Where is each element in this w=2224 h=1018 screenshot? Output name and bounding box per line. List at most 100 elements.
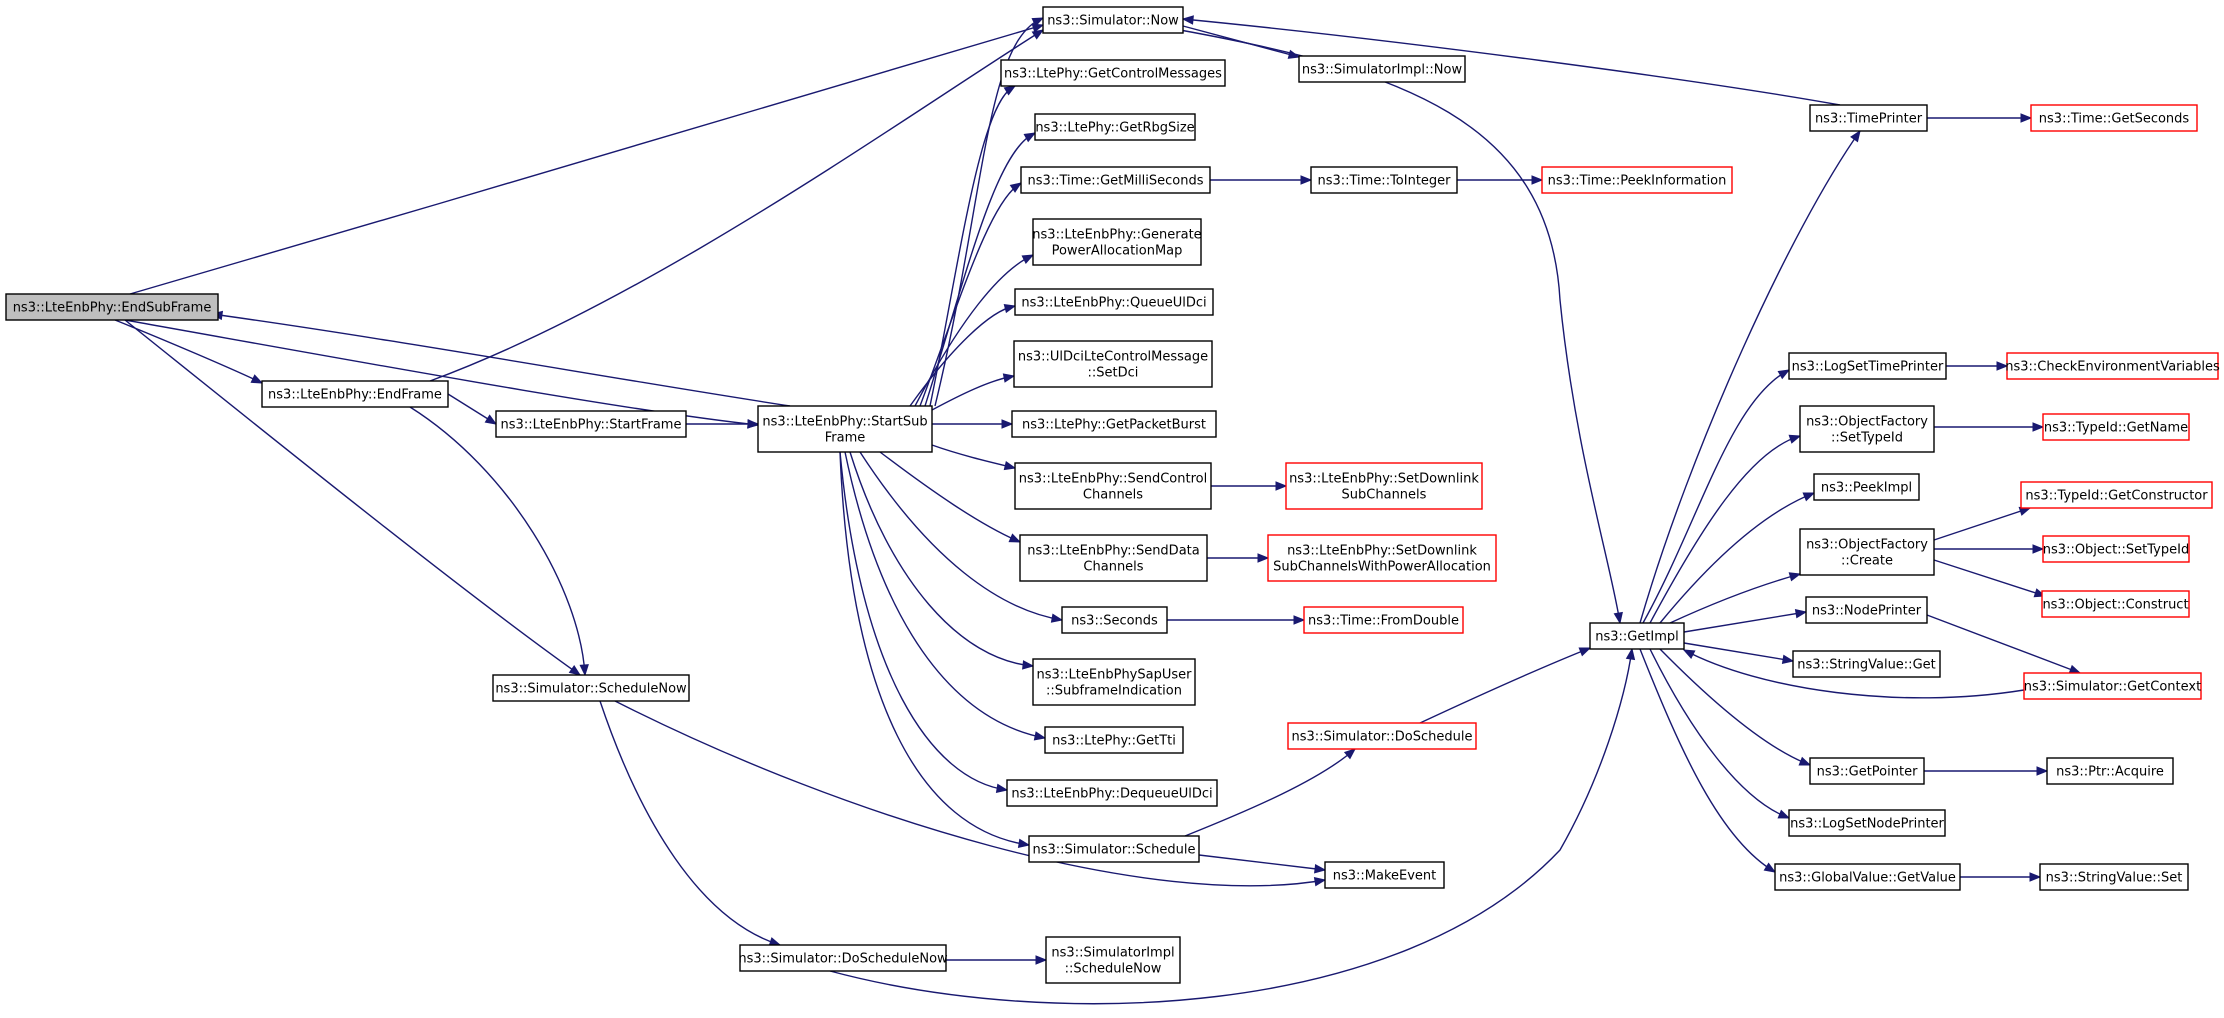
- edge-line: [1184, 748, 1356, 837]
- node-seconds[interactable]: ns3::Seconds: [1061, 606, 1168, 634]
- node-typeidgetname[interactable]: ns3::TypeId::GetName: [2042, 413, 2190, 441]
- node-endsubframe[interactable]: ns3::LteEnbPhy::EndSubFrame: [5, 293, 219, 321]
- node-getrbgsize[interactable]: ns3::LtePhy::GetRbgSize: [1034, 113, 1196, 141]
- edge-ofsettypeid-to-typeidgetname: [1934, 422, 2045, 432]
- node-doschedulenow[interactable]: ns3::Simulator::DoScheduleNow: [738, 944, 948, 972]
- node-ptracquire[interactable]: ns3::Ptr::Acquire: [2046, 757, 2174, 785]
- edge-arrowhead: [1343, 748, 1357, 760]
- node-simgetcontext[interactable]: ns3::Simulator::GetContext: [2023, 672, 2202, 700]
- node-box: [1792, 650, 1941, 678]
- node-ofcreate[interactable]: ns3::ObjectFactory::Create: [1799, 528, 1935, 576]
- node-schedulenow[interactable]: ns3::Simulator::ScheduleNow: [492, 674, 690, 702]
- node-checkenv[interactable]: ns3::CheckEnvironmentVariables: [2005, 352, 2220, 380]
- node-queueuldci[interactable]: ns3::LteEnbPhy::QueueUlDci: [1014, 288, 1214, 316]
- node-timeprinter[interactable]: ns3::TimePrinter: [1809, 104, 1928, 132]
- edge-doschedulenow-to-simimplschedulenow: [946, 955, 1048, 965]
- node-stringvalueset[interactable]: ns3::StringValue::Set: [2039, 863, 2189, 891]
- node-box: [1006, 779, 1218, 807]
- node-typeidgetconstructor[interactable]: ns3::TypeId::GetConstructor: [2020, 481, 2213, 509]
- node-label: ns3::Simulator::GetContext: [2024, 680, 2201, 695]
- node-label: ns3::SimulatorImpl: [1051, 946, 1174, 961]
- node-box: [1788, 809, 1946, 837]
- edge-arrowhead: [1798, 756, 1812, 766]
- node-box: [2020, 481, 2213, 509]
- node-getcontrolmessages[interactable]: ns3::LtePhy::GetControlMessages: [1000, 59, 1226, 87]
- node-endframe[interactable]: ns3::LteEnbPhy::EndFrame: [261, 380, 449, 408]
- node-nodeprinter[interactable]: ns3::NodePrinter: [1805, 596, 1928, 624]
- node-globalvaluegetvalue[interactable]: ns3::GlobalValue::GetValue: [1774, 863, 1961, 891]
- edge-arrowhead: [1625, 647, 1636, 661]
- node-simimplnow[interactable]: ns3::SimulatorImpl::Now: [1298, 55, 1466, 83]
- edge-arrowhead: [2036, 766, 2049, 776]
- node-fromdouble[interactable]: ns3::Time::FromDouble: [1303, 606, 1464, 634]
- node-objconstruct[interactable]: ns3::Object::Construct: [2041, 590, 2190, 618]
- node-ofsettypeid[interactable]: ns3::ObjectFactory::SetTypeId: [1799, 405, 1935, 453]
- edge-timeprinter-to-getseconds: [1927, 113, 2033, 123]
- node-label: ns3::LteEnbPhy::Generate: [1032, 228, 1201, 243]
- edge-line: [1642, 369, 1790, 624]
- edge-line: [1179, 29, 1621, 624]
- node-setdownlinksubpower[interactable]: ns3::LteEnbPhy::SetDownlinkSubChannelsWi…: [1267, 534, 1497, 582]
- edge-timeprinter-to-simnow: [1181, 15, 1841, 106]
- node-label: ::ScheduleNow: [1065, 962, 1162, 977]
- node-peekinformation[interactable]: ns3::Time::PeekInformation: [1541, 166, 1733, 194]
- node-simimplschedulenow[interactable]: ns3::SimulatorImpl::ScheduleNow: [1045, 936, 1181, 984]
- edge-arrowhead: [1033, 731, 1047, 741]
- edge-getpointer-to-ptracquire: [1924, 766, 2049, 776]
- node-label: SubChannelsWithPowerAllocation: [1273, 560, 1491, 575]
- node-dequeueuldci[interactable]: ns3::LteEnbPhy::DequeueUlDci: [1006, 779, 1218, 807]
- node-box: [1019, 534, 1208, 582]
- node-schedule[interactable]: ns3::Simulator::Schedule: [1028, 835, 1200, 863]
- edge-globalvaluegetvalue-to-stringvalueset: [1960, 872, 2042, 882]
- edge-arrowhead: [1788, 434, 1802, 444]
- node-doschedule[interactable]: ns3::Simulator::DoSchedule: [1287, 722, 1477, 750]
- node-startframe[interactable]: ns3::LteEnbPhy::StartFrame: [495, 410, 687, 438]
- node-tointeger[interactable]: ns3::Time::ToInteger: [1310, 166, 1458, 194]
- node-peekimpl[interactable]: ns3::PeekImpl: [1813, 473, 1920, 501]
- node-simnow[interactable]: ns3::Simulator::Now: [1042, 6, 1184, 34]
- edge-arrowhead: [1802, 492, 1816, 502]
- node-stringvalueget[interactable]: ns3::StringValue::Get: [1792, 650, 1941, 678]
- edge-arrowhead: [1314, 864, 1327, 874]
- node-objsettypeid[interactable]: ns3::Object::SetTypeId: [2042, 535, 2190, 563]
- edge-startsubframe-to-getpacketburst: [932, 419, 1014, 429]
- node-label: ns3::NodePrinter: [1812, 604, 1922, 619]
- node-getpacketburst[interactable]: ns3::LtePhy::GetPacketBurst: [1011, 410, 1217, 438]
- node-setdci[interactable]: ns3::UlDciLteControlMessage::SetDci: [1013, 340, 1213, 388]
- node-box: [1032, 658, 1196, 706]
- edge-line: [124, 319, 759, 426]
- node-label: ns3::SimulatorImpl::Now: [1302, 63, 1463, 78]
- node-label: ns3::Simulator::Now: [1047, 14, 1179, 29]
- node-logsetnodeprinter[interactable]: ns3::LogSetNodePrinter: [1788, 809, 1946, 837]
- node-getseconds[interactable]: ns3::Time::GetSeconds: [2030, 104, 2198, 132]
- node-getpointer[interactable]: ns3::GetPointer: [1809, 757, 1925, 785]
- edge-line: [1639, 130, 1861, 624]
- edge-arrowhead: [1763, 862, 1777, 873]
- edge-line: [1683, 611, 1807, 633]
- edge-getimpl-to-getpointer: [1659, 648, 1812, 766]
- node-generatepowermap[interactable]: ns3::LteEnbPhy::GeneratePowerAllocationM…: [1032, 218, 1202, 266]
- edge-arrowhead: [1293, 615, 1306, 625]
- node-subframeindication[interactable]: ns3::LteEnbPhySapUser::SubframeIndicatio…: [1032, 658, 1196, 706]
- node-label: ns3::LteEnbPhy::StartSub: [762, 415, 927, 430]
- node-gettti[interactable]: ns3::LtePhy::GetTti: [1044, 726, 1184, 754]
- node-label: ns3::LteEnbPhy::SendControl: [1019, 472, 1207, 487]
- node-box: [1013, 340, 1213, 388]
- node-box: [1788, 352, 1947, 380]
- node-getimpl[interactable]: ns3::GetImpl: [1589, 622, 1685, 650]
- node-getmilliseconds[interactable]: ns3::Time::GetMilliSeconds: [1020, 166, 1211, 194]
- node-box: [1267, 534, 1497, 582]
- node-makeevent[interactable]: ns3::MakeEvent: [1324, 861, 1445, 889]
- edge-arrowhead: [2068, 664, 2082, 674]
- edge-line: [934, 17, 1044, 407]
- edge-arrowhead: [1008, 533, 1022, 543]
- node-box: [1034, 113, 1196, 141]
- node-label: ns3::Time::ToInteger: [1317, 174, 1451, 189]
- node-logsettimeprinter[interactable]: ns3::LogSetTimePrinter: [1788, 352, 1947, 380]
- edge-arrowhead: [1578, 647, 1592, 657]
